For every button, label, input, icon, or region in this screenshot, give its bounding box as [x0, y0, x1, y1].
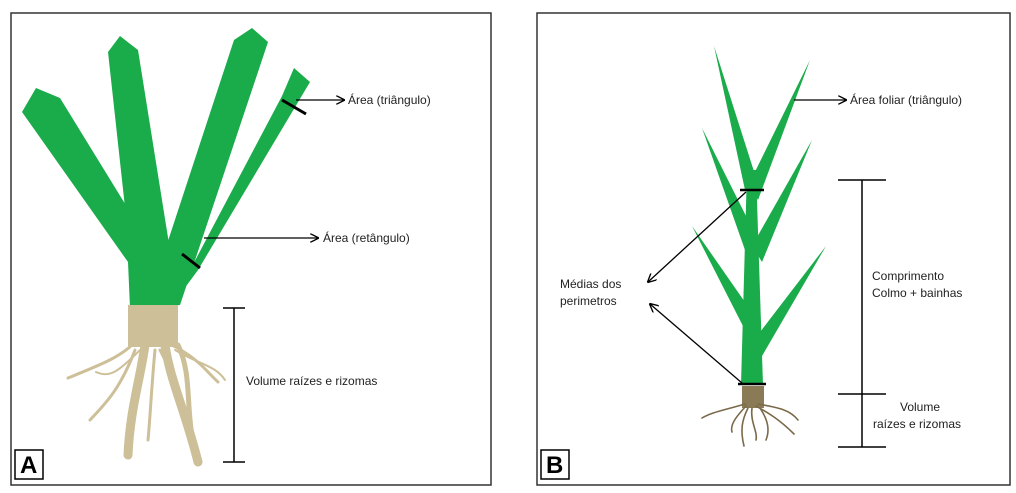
label-volume-a: Volume raízes e rizomas [246, 374, 377, 388]
stem [741, 170, 763, 385]
panel-a: Área (triângulo) Área (retângulo) Volume… [11, 13, 491, 485]
label-length-line1: Comprimento [872, 269, 944, 283]
leaf-mid-right [752, 140, 812, 262]
leaf-low-right [754, 246, 826, 356]
rhizome [128, 305, 178, 347]
label-area-rectangle: Área (retângulo) [323, 230, 410, 245]
label-perimeters-line2: perimetros [560, 294, 617, 308]
panel-a-leaves [22, 28, 310, 308]
label-length-line2: Colmo + bainhas [872, 286, 962, 300]
arrow-perimeter-top [648, 192, 746, 282]
panel-b-letter: B [546, 452, 563, 479]
panel-b: Área foliar (triângulo) Médias dos perim… [537, 13, 1010, 485]
label-volume-b-line2: raízes e rizomas [873, 417, 961, 431]
panel-a-letter: A [20, 452, 37, 479]
label-leaf-area: Área foliar (triângulo) [850, 92, 962, 107]
panel-b-frame [537, 13, 1010, 485]
panel-a-roots [68, 345, 225, 462]
label-perimeters-line1: Médias dos [560, 277, 621, 291]
panel-b-roots [702, 404, 798, 446]
label-area-triangle: Área (triângulo) [348, 92, 431, 107]
leaf-top-right [748, 60, 810, 200]
arrow-perimeter-bottom [650, 304, 742, 383]
label-volume-b-line1: Volume [900, 400, 940, 414]
